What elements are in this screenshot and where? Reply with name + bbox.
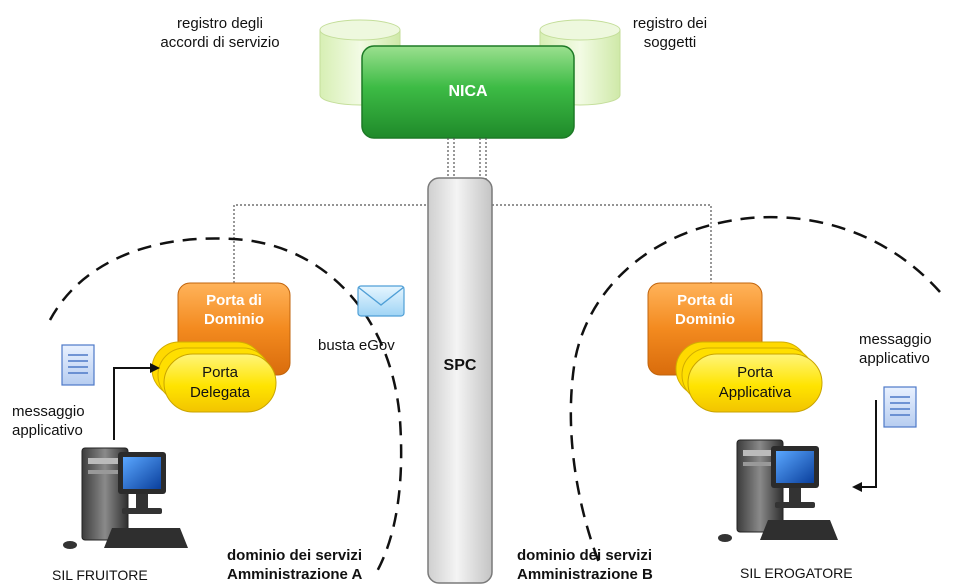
registry-right-line2: soggetti — [643, 34, 697, 51]
document-icon-a — [61, 344, 95, 386]
porta-applicativa-label: Porta Applicativa — [688, 354, 822, 412]
nica-label: NICA — [448, 83, 488, 100]
porta-delegata-line2: Delegata — [189, 384, 251, 401]
registry-accordi-label: registro degli accordi di servizio — [130, 14, 310, 52]
message-a-line2: applicativo — [12, 422, 83, 439]
registry-left-line2: accordi di servizio — [160, 34, 280, 51]
registry-right-line1: registro dei — [632, 15, 708, 32]
porta-applicativa-line1: Porta — [737, 364, 773, 381]
porta-dominio-a-label: Porta di Dominio — [178, 287, 290, 333]
document-icon-b — [883, 386, 917, 428]
message-a-line1: messaggio — [12, 403, 85, 420]
registry-soggetti-label: registro dei soggetti — [600, 14, 740, 52]
porta-dominio-a-line1: Porta di — [206, 292, 262, 309]
message-b-label: messaggio applicativo — [859, 330, 932, 368]
domain-a-caption-line2: Amministrazione A — [227, 566, 363, 583]
message-a-label: messaggio applicativo — [12, 402, 85, 440]
porta-dominio-a-line2: Dominio — [204, 311, 264, 328]
arrow-fruitore-to-delegata — [113, 363, 160, 440]
registry-left-line1: registro degli — [177, 15, 263, 32]
domain-a-caption: dominio dei servizi Amministrazione A — [227, 546, 362, 584]
porta-applicativa-line2: Applicativa — [718, 384, 792, 401]
porta-delegata-line1: Porta — [202, 364, 238, 381]
domain-b-boundary — [569, 215, 941, 566]
porta-delegata-label: Porta Delegata — [164, 354, 276, 412]
sil-erogatore-label: SIL EROGATORE — [740, 565, 853, 581]
spc-pillar — [427, 177, 493, 584]
domain-b-caption: dominio dei servizi Amministrazione B — [517, 546, 653, 584]
envelope-label: busta eGov — [318, 337, 395, 354]
porta-dominio-b-line2: Dominio — [675, 311, 735, 328]
porta-delegata-box — [163, 353, 277, 413]
dotted-connectors — [233, 138, 712, 285]
message-b-line1: messaggio — [859, 331, 932, 348]
domain-b-caption-line2: Amministrazione B — [517, 566, 653, 583]
arrow-applicativa-to-erogatore — [852, 400, 877, 492]
computer-icon-b — [718, 439, 838, 542]
spc-label: SPC — [443, 357, 477, 374]
nica-box — [361, 45, 575, 139]
domain-b-caption-line1: dominio dei servizi — [517, 547, 653, 564]
domain-a-caption-line1: dominio dei servizi — [227, 547, 363, 564]
porta-dominio-b-line1: Porta di — [677, 292, 733, 309]
porta-dominio-b-label: Porta di Dominio — [648, 287, 762, 333]
domain-a-boundary — [48, 237, 403, 576]
sil-fruitore-label: SIL FRUITORE — [52, 567, 148, 583]
message-b-line2: applicativo — [859, 350, 930, 367]
computer-icon-a — [63, 447, 188, 549]
porta-applicativa-box — [687, 353, 823, 413]
envelope-icon — [357, 285, 405, 317]
